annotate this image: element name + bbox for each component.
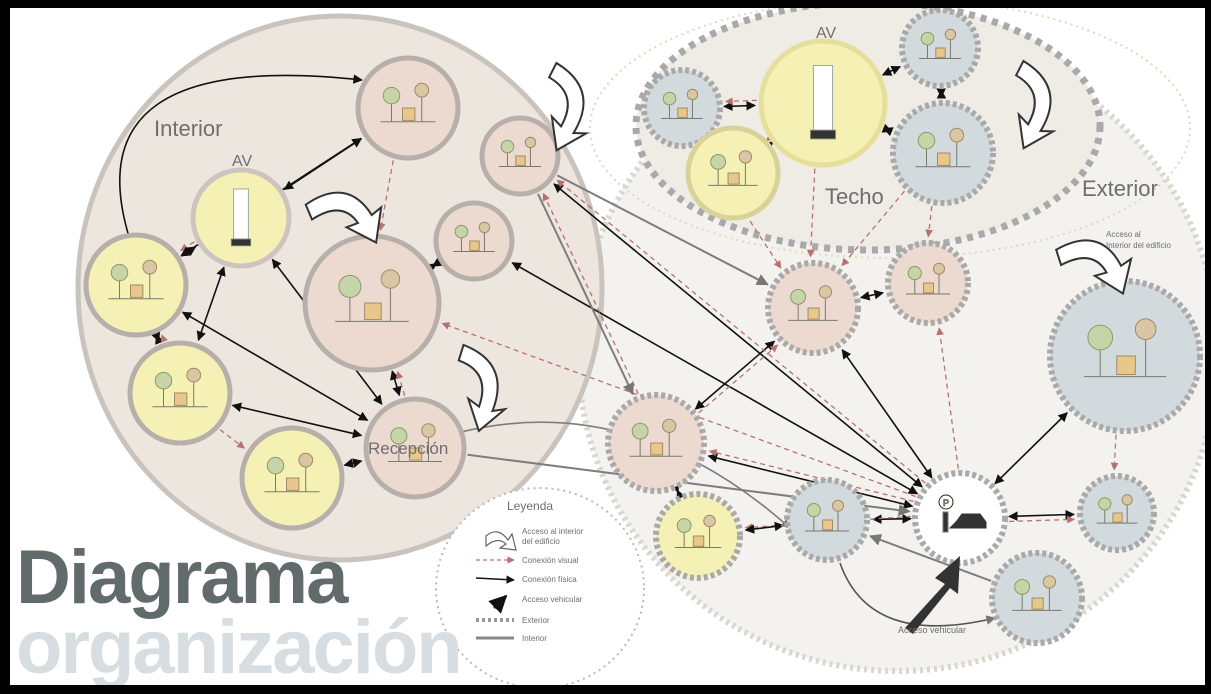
link-curved-0 bbox=[119, 74, 363, 241]
link-visual-building-ramp bbox=[1110, 434, 1119, 471]
techo-label: Techo bbox=[825, 184, 884, 209]
organization-diagram: P Interior AV AV Techo Exterior Recepció… bbox=[75, 8, 1205, 685]
title-line-2: organización bbox=[16, 604, 463, 685]
node-shelf bbox=[83, 232, 189, 338]
techo-outer-dots bbox=[589, 8, 1191, 259]
title-line-1: Diagrama bbox=[16, 535, 348, 620]
link-interior-house-forest bbox=[537, 193, 634, 396]
legend-item-5: Interior bbox=[522, 634, 547, 643]
access-arrow-icon bbox=[1014, 59, 1057, 150]
link-interior-house-workshop bbox=[556, 174, 769, 286]
access-arrow-icon bbox=[547, 61, 590, 152]
link-visual-recepcion-cafe bbox=[395, 370, 406, 396]
links-layer bbox=[119, 65, 1119, 627]
node-recepcion bbox=[363, 396, 467, 500]
acceso-interior-label-2: Interior del edificio bbox=[1106, 241, 1171, 250]
legend-physical-link-icon bbox=[475, 575, 515, 584]
link-physical-shelf-nursery bbox=[151, 331, 165, 345]
link-visual-community-cafe bbox=[377, 160, 394, 232]
link-physical-avTecho-techoGarden bbox=[881, 123, 894, 137]
diagram-canvas: P Interior AV AV Techo Exterior Recepció… bbox=[10, 8, 1205, 685]
node-avInt bbox=[190, 167, 292, 269]
legend-curved-arrow-icon bbox=[485, 531, 517, 551]
node-techoLeft bbox=[641, 67, 723, 149]
node-techoGarden bbox=[890, 100, 996, 206]
node-nursery bbox=[127, 340, 233, 446]
link-physical-avTecho-solar bbox=[881, 65, 902, 76]
av-techo-label: AV bbox=[816, 25, 836, 42]
link-visual-parking-ramp bbox=[1009, 515, 1075, 524]
legend-item-2: Conexión física bbox=[522, 575, 577, 584]
link-physical-parking-house bbox=[553, 183, 923, 488]
access-arrow-icon bbox=[304, 191, 383, 245]
acceso-interior-label: Acceso al bbox=[1106, 230, 1141, 239]
legend-item-4: Exterior bbox=[522, 616, 550, 625]
link-physical-parking-pond bbox=[872, 514, 912, 524]
diagram-title: Diagrama organización bbox=[16, 535, 463, 685]
acceso-vehicular-label: Acceso vehicular bbox=[898, 625, 966, 635]
node-forest bbox=[605, 392, 707, 494]
node-parking-car-icon: P bbox=[912, 470, 1008, 566]
node-spiral bbox=[685, 125, 781, 221]
exterior-label: Exterior bbox=[1082, 176, 1158, 201]
link-physical-techoLeft-avTecho bbox=[723, 100, 757, 112]
access-arrow-icon bbox=[1054, 239, 1133, 296]
vehicle-access-arrow-icon bbox=[905, 556, 960, 634]
nodes-layer: P bbox=[83, 8, 1203, 646]
node-building bbox=[1047, 278, 1203, 434]
parking-p-icon: P bbox=[943, 498, 949, 508]
node-herbs bbox=[239, 425, 345, 531]
link-physical-cafe-market bbox=[426, 257, 443, 273]
node-plots bbox=[885, 240, 971, 326]
link-physical-avInt-nursery bbox=[196, 266, 226, 342]
legend-item-3: Acceso vehicular bbox=[522, 595, 583, 604]
node-treeExt bbox=[989, 550, 1085, 646]
node-garden bbox=[653, 491, 743, 581]
node-avTecho bbox=[758, 38, 888, 168]
legend-vehicle-arrow-icon bbox=[488, 594, 508, 614]
link-physical-forest-garden bbox=[670, 482, 686, 501]
legend-item-0: Acceso al interior bbox=[522, 527, 584, 536]
legend-item-1: Conexión visual bbox=[522, 556, 579, 565]
legend-item-0b: del edificio bbox=[522, 537, 560, 546]
av-interior-label: AV bbox=[232, 153, 252, 170]
recepcion-label: Recepción bbox=[368, 439, 448, 458]
interior-label: Interior bbox=[154, 116, 222, 141]
link-visual-parking-plots bbox=[936, 327, 959, 469]
link-visual-parking-house bbox=[556, 179, 926, 484]
node-pond bbox=[784, 477, 870, 563]
legend-title: Leyenda bbox=[507, 499, 553, 513]
link-physical-cafe-recepcion bbox=[390, 370, 402, 397]
link-physical-pond-garden bbox=[744, 521, 785, 534]
link-curved-2 bbox=[839, 562, 996, 627]
node-workshop bbox=[765, 260, 861, 356]
node-solar bbox=[899, 8, 981, 89]
link-visual-forest-house bbox=[542, 192, 639, 395]
node-market bbox=[433, 200, 515, 282]
node-house bbox=[479, 115, 561, 197]
link-physical-parking-ramp bbox=[1008, 509, 1075, 521]
link-physical-herbs-recepcion bbox=[343, 458, 363, 468]
link-visual-nursery-shelf bbox=[160, 334, 169, 343]
link-interior-treeExt-pond bbox=[868, 534, 992, 582]
node-cafe bbox=[302, 233, 442, 373]
link-physical-parking-building bbox=[994, 412, 1068, 485]
legend: Leyenda Acceso al interior del edificio … bbox=[435, 487, 645, 685]
node-community bbox=[355, 55, 461, 161]
node-ramp bbox=[1077, 473, 1157, 553]
access-arrow-icon bbox=[457, 343, 509, 433]
